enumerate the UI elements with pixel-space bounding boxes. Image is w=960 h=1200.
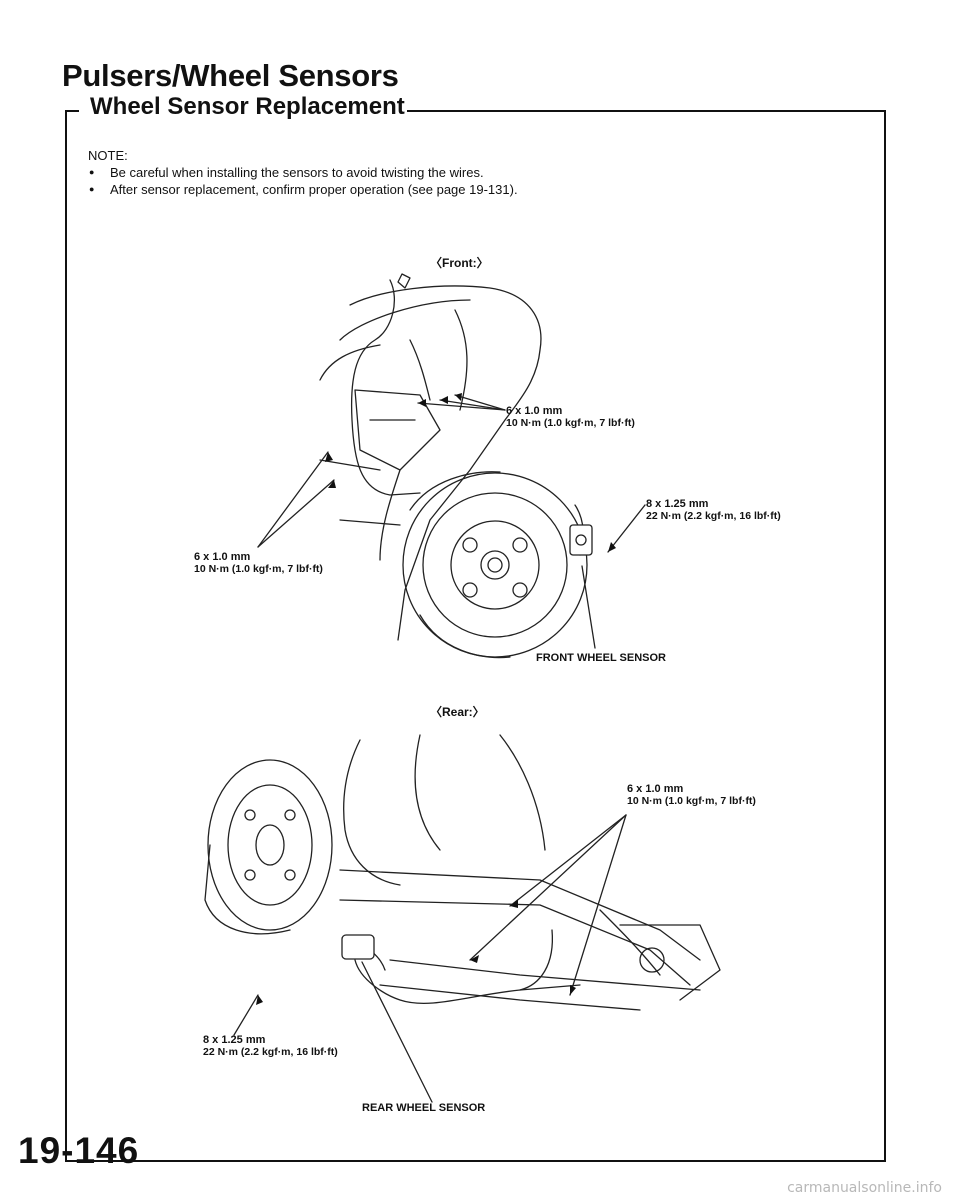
rear-view-label: 〈Rear:〉 (430, 705, 485, 719)
torque-spec: 10 N·m (1.0 kgf·m, 7 lbf·ft) (194, 563, 323, 575)
rear-sensor-wire (354, 929, 581, 1005)
torque-spec: 22 N·m (2.2 kgf·m, 16 lbf·ft) (203, 1046, 338, 1058)
note-item: After sensor replacement, confirm proper… (88, 181, 518, 198)
bolt-size: 8 x 1.25 mm (203, 1034, 266, 1046)
torque-spec: 10 N·m (1.0 kgf·m, 7 lbf·ft) (627, 795, 756, 807)
rear-suspension-drawing (339, 734, 721, 1011)
front-callout-leaders (257, 394, 646, 649)
section-frame-top-right (368, 110, 884, 112)
section-title: Wheel Sensor Replacement (88, 93, 407, 121)
rear-hub-drawing (204, 759, 333, 935)
bolt-size: 8 x 1.25 mm (646, 498, 709, 510)
bolt-size: 6 x 1.0 mm (506, 405, 563, 417)
watermark: carmanualsonline.info (787, 1180, 942, 1196)
front-wheel-sensor-label: FRONT WHEEL SENSOR (536, 652, 666, 664)
front-upper-bolt-callout: 6 x 1.0 mm 10 N·m (1.0 kgf·m, 7 lbf·ft) (506, 405, 635, 429)
page-number: 19-146 (18, 1130, 140, 1171)
rear-wheel-sensor-label: REAR WHEEL SENSOR (362, 1102, 486, 1114)
front-brake-rotor (402, 471, 588, 659)
section-frame (65, 110, 886, 1162)
rear-sensor-bolt-callout: 8 x 1.25 mm 22 N·m (2.2 kgf·m, 16 lbf·ft… (203, 1034, 338, 1058)
note-list: Be careful when installing the sensors t… (88, 164, 518, 198)
section-frame-top-left (65, 110, 79, 112)
rear-bracket-bolts-callout: 6 x 1.0 mm 10 N·m (1.0 kgf·m, 7 lbf·ft) (627, 783, 756, 807)
front-left-bolt-callout: 6 x 1.0 mm 10 N·m (1.0 kgf·m, 7 lbf·ft) (194, 551, 323, 575)
note-block: NOTE: Be careful when installing the sen… (88, 147, 518, 198)
bolt-size: 6 x 1.0 mm (627, 783, 684, 795)
rear-callout-leaders (233, 814, 627, 1103)
front-sensor-wire (350, 273, 593, 556)
page-title: Pulsers/Wheel Sensors (62, 58, 399, 93)
note-title: NOTE: (88, 148, 128, 163)
torque-spec: 10 N·m (1.0 kgf·m, 7 lbf·ft) (506, 417, 635, 429)
note-item: Be careful when installing the sensors t… (88, 164, 518, 181)
bolt-size: 6 x 1.0 mm (194, 551, 251, 563)
front-knuckle-drawing (319, 285, 542, 641)
front-caliper-bolt-callout: 8 x 1.25 mm 22 N·m (2.2 kgf·m, 16 lbf·ft… (646, 498, 781, 522)
torque-spec: 22 N·m (2.2 kgf·m, 16 lbf·ft) (646, 510, 781, 522)
front-view-label: 〈Front:〉 (430, 256, 489, 270)
